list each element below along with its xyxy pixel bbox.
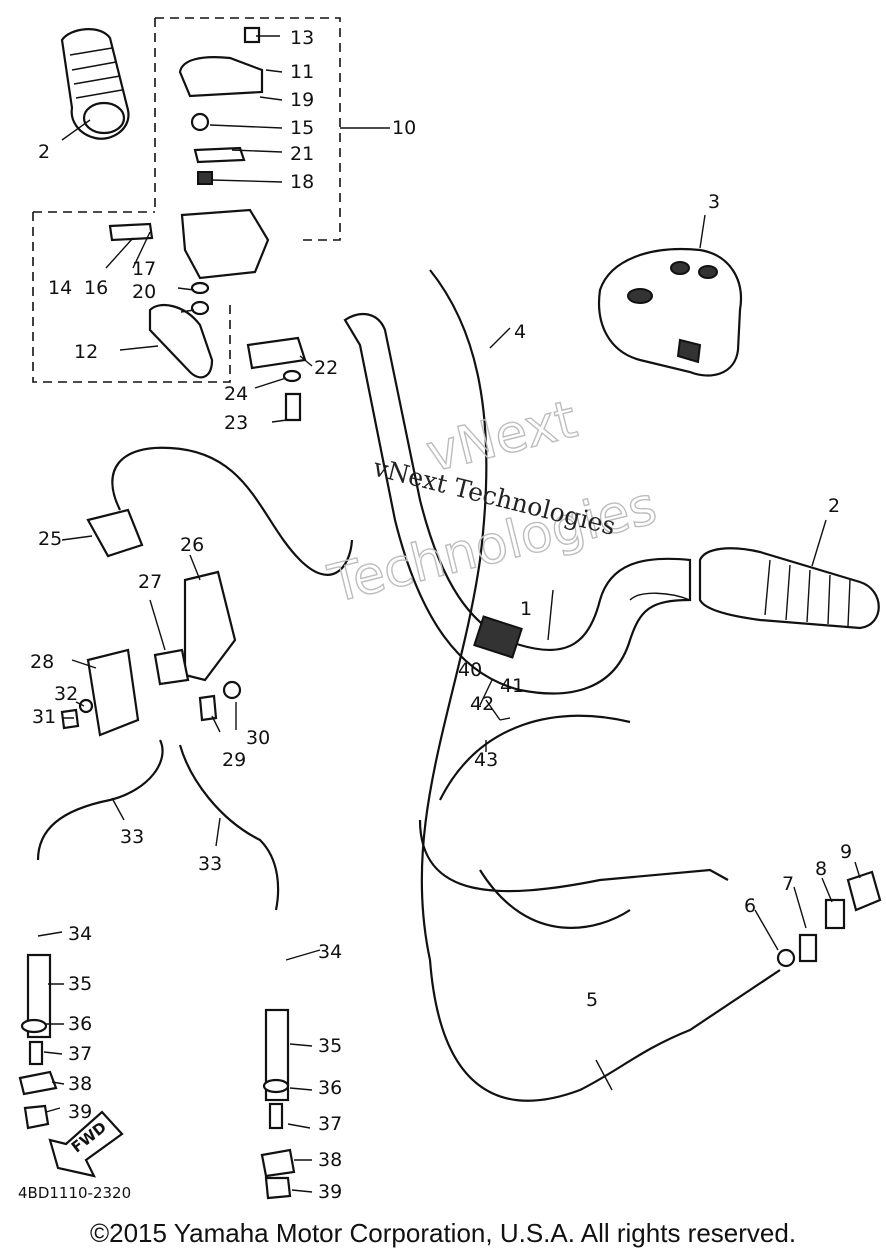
callout-32: 32: [54, 683, 78, 705]
callout-39-left: 39: [68, 1101, 92, 1123]
callout-30: 30: [246, 727, 270, 749]
handlebar: [343, 312, 692, 695]
callout-21: 21: [290, 143, 314, 165]
callout-31: 31: [32, 706, 56, 728]
left-grip: [60, 28, 130, 140]
callout-24: 24: [224, 383, 248, 405]
callout-28: 28: [30, 651, 54, 673]
callout-25: 25: [38, 528, 62, 550]
callout-labels: 1 2 2 3 4 5 6 7 8 9 10 11 12 13 14 15 16…: [30, 27, 852, 1200]
callout-13: 13: [290, 27, 314, 49]
callout-37-right: 37: [318, 1113, 342, 1135]
callout-36-right: 36: [318, 1077, 342, 1099]
callout-2-left: 2: [38, 141, 50, 163]
callout-38-right: 38: [318, 1149, 342, 1171]
callout-42: 42: [470, 693, 494, 715]
fwd-arrow: FWD: [48, 1110, 124, 1178]
spring-stacks: [18, 870, 882, 1200]
callout-35-left: 35: [68, 973, 92, 995]
callout-33-right: 33: [198, 853, 222, 875]
callout-15: 15: [290, 117, 314, 139]
callout-38-left: 38: [68, 1073, 92, 1095]
right-grip: [629, 547, 880, 630]
callout-3: 3: [708, 191, 720, 213]
assembly-box-10: [32, 17, 341, 383]
callout-4: 4: [514, 321, 526, 343]
callout-29: 29: [222, 749, 246, 771]
callout-27: 27: [138, 571, 162, 593]
callout-2-right: 2: [828, 495, 840, 517]
small-parts-cluster: [60, 336, 307, 737]
callout-18: 18: [290, 171, 314, 193]
callout-5: 5: [586, 989, 598, 1011]
callout-33-left: 33: [120, 826, 144, 848]
callout-26: 26: [180, 534, 204, 556]
callout-39-right: 39: [318, 1181, 342, 1200]
callout-43: 43: [474, 749, 498, 771]
copyright-notice: ©2015 Yamaha Motor Corporation, U.S.A. A…: [89, 1218, 797, 1248]
callout-12: 12: [74, 341, 98, 363]
callout-1: 1: [520, 598, 532, 620]
callout-8: 8: [815, 858, 827, 880]
callout-14: 14: [48, 277, 72, 299]
callout-40: 40: [458, 659, 482, 681]
parts-diagram: FWD vNext Technologies vNext Technologie…: [18, 17, 882, 1200]
callout-41: 41: [500, 675, 524, 697]
switch-assembly: [108, 26, 270, 379]
callout-34-left: 34: [68, 923, 92, 945]
callout-34-right: 34: [318, 941, 342, 963]
callout-36-left: 36: [68, 1013, 92, 1035]
callout-35-right: 35: [318, 1035, 342, 1057]
callout-22: 22: [314, 357, 338, 379]
leader-lines: [37, 35, 861, 1193]
callout-16: 16: [84, 277, 108, 299]
callout-9: 9: [840, 841, 852, 863]
callout-19: 19: [290, 89, 314, 111]
callout-6: 6: [744, 895, 756, 917]
callout-37-left: 37: [68, 1043, 92, 1065]
callout-20: 20: [132, 281, 156, 303]
callout-7: 7: [782, 873, 794, 895]
callout-11: 11: [290, 61, 314, 83]
drawing-code: 4BD1110-2320: [18, 1184, 131, 1200]
callout-17: 17: [132, 258, 156, 280]
callout-10: 10: [392, 117, 416, 139]
callout-23: 23: [224, 412, 248, 434]
throttle-housing: [597, 248, 743, 377]
cables: [36, 269, 781, 1102]
